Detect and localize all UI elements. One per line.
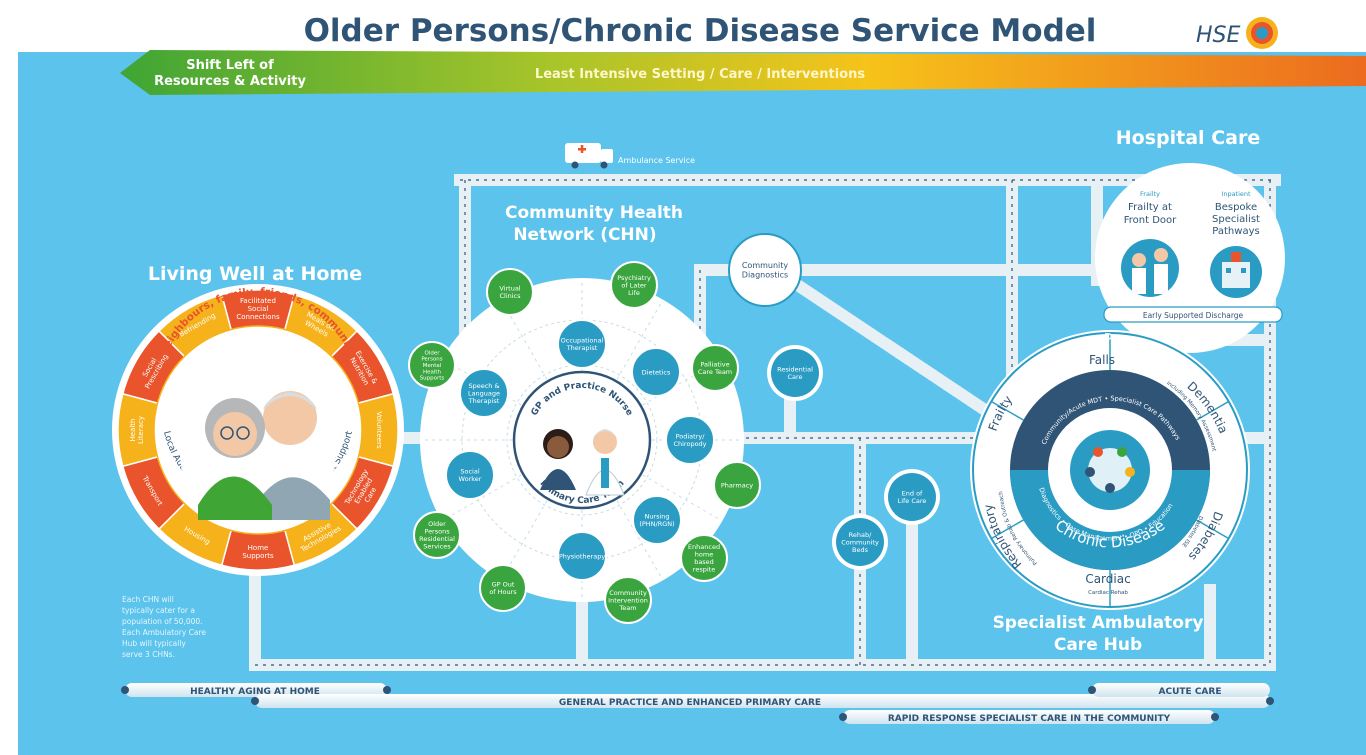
living-well-title: Living Well at Home — [148, 263, 362, 285]
hospital-building-icon — [1210, 246, 1262, 298]
chn-title-line2: Network (CHN) — [513, 225, 656, 245]
shift-left-banner: Shift Left of Resources & Activity Least… — [120, 50, 1366, 95]
bespoke-line2: Specialist — [1212, 214, 1260, 225]
title-strip — [18, 0, 1366, 52]
healthy-aging-label: HEALTHY AGING AT HOME — [190, 687, 320, 697]
hospital-care-circle — [1095, 163, 1285, 353]
frailty-front-door-line2: Front Door — [1124, 215, 1177, 226]
banner-arrow — [120, 50, 1366, 95]
gp-circle — [512, 370, 652, 510]
chn-inner-node-physio: Physiotherapy — [557, 531, 607, 581]
hospital-doctors-icon — [1121, 239, 1179, 297]
bespoke-small-label: Inpatient — [1221, 190, 1251, 198]
chn-inner-node-label: Dietetics — [642, 368, 671, 376]
hse-logo-text: HSE — [1196, 23, 1241, 48]
hub-title-line1: Specialist Ambulatory — [993, 613, 1204, 633]
chn-inner-node-label: Physiotherapy — [559, 552, 606, 560]
early-discharge-label: Early Supported Discharge — [1143, 311, 1244, 320]
page-title: Older Persons/Chronic Disease Service Mo… — [304, 13, 1097, 49]
elderly-couple-icon — [180, 374, 336, 530]
chn-inner-node-nurse: Nursing(PHN/RGN) — [632, 495, 682, 545]
banner-center-text: Least Intensive Setting / Care / Interve… — [535, 67, 865, 82]
hub-title-line2: Care Hub — [1054, 635, 1142, 655]
living-well-segment-label: HealthLiteracy — [129, 416, 145, 444]
chn-outer-node-pharmacy: Pharmacy — [713, 461, 761, 509]
chn-inner-node-label: Podiatry/Chiropody — [673, 433, 706, 448]
hub-cardiac-label: Cardiac — [1085, 572, 1130, 586]
hub-cardiac-sub: Cardiac Rehab — [1088, 590, 1128, 596]
early-discharge-pill — [1103, 306, 1283, 323]
care-continuum-bars: HEALTHY AGING AT HOME GENERAL PRACTICE A… — [121, 683, 1274, 724]
chn-outer-node-label: Pharmacy — [721, 481, 753, 489]
general-practice-label: GENERAL PRACTICE AND ENHANCED PRIMARY CA… — [559, 698, 821, 708]
living-well-segment-label: TechnologyEnabledCare — [343, 468, 384, 515]
acute-care-label: ACUTE CARE — [1159, 687, 1222, 697]
chn-population-note: Each CHN will typically cater for a popu… — [122, 595, 208, 659]
rapid-response-bar — [843, 710, 1215, 724]
rapid-response-label: RAPID RESPONSE SPECIALIST CARE IN THE CO… — [888, 714, 1171, 724]
team-meeting-icon — [1085, 447, 1135, 493]
chn-inner-node-label: Nursing(PHN/RGN) — [639, 513, 674, 528]
living-well-segment-label: Volunteers — [375, 411, 383, 449]
banner-left-line2: Resources & Activity — [154, 74, 306, 89]
chn-inner-node-pod: Podiatry/Chiropody — [665, 415, 715, 465]
acute-care-bar — [1092, 683, 1270, 697]
ambulance-label: Ambulance Service — [618, 156, 695, 165]
bespoke-line1: Bespoke — [1215, 202, 1257, 213]
hospital-care-title: Hospital Care — [1116, 127, 1260, 149]
healthy-aging-bar — [125, 683, 387, 697]
frailty-front-door-line1: Frailty at — [1128, 202, 1172, 213]
banner-left-line1: Shift Left of — [186, 58, 274, 73]
chn-inner-node-diet: Dietetics — [631, 347, 681, 397]
chn-title-line1: Community Health — [505, 203, 683, 223]
hub-falls-label: Falls — [1089, 353, 1115, 367]
bespoke-line3: Pathways — [1212, 226, 1259, 237]
gp-nurse-icon — [540, 429, 625, 496]
hse-logo: HSE — [1196, 17, 1278, 49]
general-practice-bar — [255, 694, 1270, 708]
frailty-small-label: Frailty — [1140, 190, 1160, 198]
ambulance-icon — [565, 143, 613, 169]
